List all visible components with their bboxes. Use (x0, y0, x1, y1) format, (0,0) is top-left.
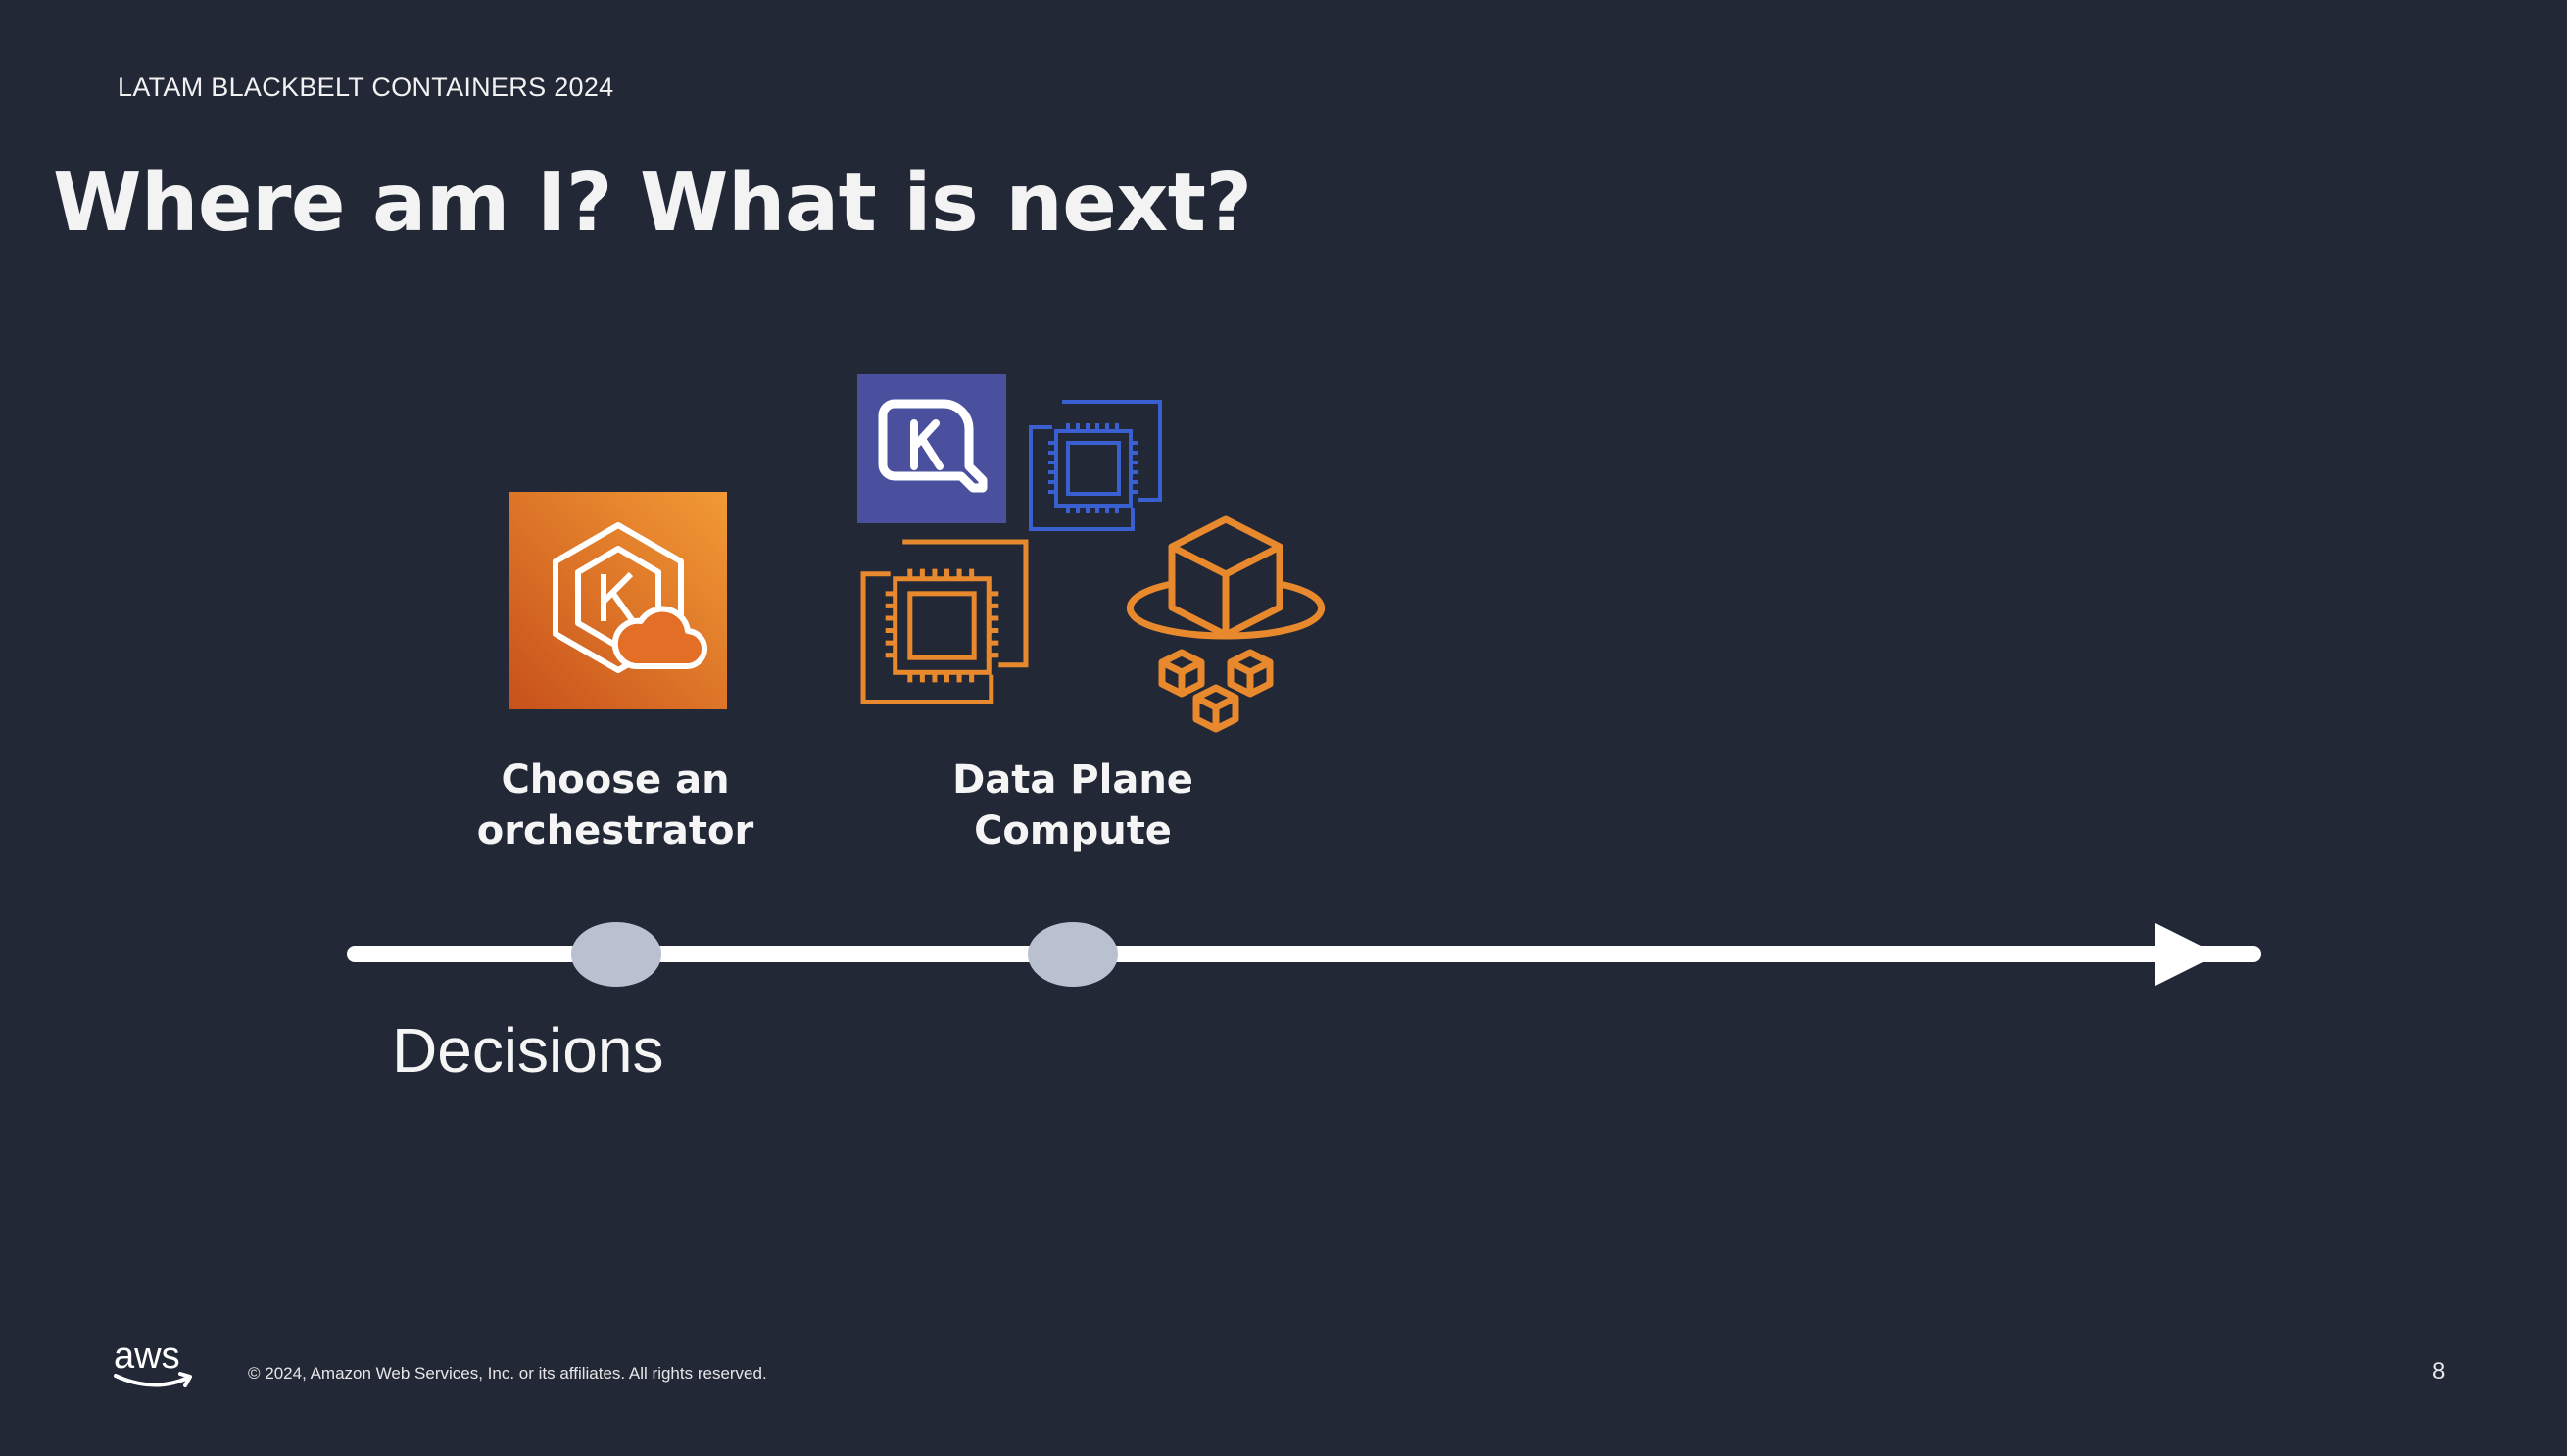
timeline (347, 922, 2261, 987)
slide-title: Where am I? What is next? (53, 157, 1252, 250)
ec2-instance-icon (1029, 400, 1162, 531)
caption-line: Data Plane (952, 757, 1193, 802)
aws-logo: aws (114, 1336, 192, 1387)
step-caption-orchestrator: Choose an orchestrator (439, 754, 792, 856)
caption-line: Choose an (501, 757, 730, 802)
step-caption-data-plane: Data Plane Compute (896, 754, 1249, 856)
caption-line: orchestrator (476, 808, 754, 853)
timeline-label: Decisions (392, 1015, 664, 1086)
timeline-arrowhead (2155, 923, 2218, 986)
ec2-instance-icon-orange (860, 539, 1029, 704)
event-label: LATAM BLACKBELT CONTAINERS 2024 (118, 73, 614, 102)
eks-icon (509, 492, 727, 709)
copyright-text: © 2024, Amazon Web Services, Inc. or its… (248, 1364, 767, 1383)
aws-logo-text: aws (114, 1336, 180, 1377)
caption-line: Compute (974, 808, 1172, 853)
timeline-node (571, 922, 661, 987)
fargate-icon (1126, 515, 1326, 733)
page-number: 8 (2432, 1358, 2446, 1384)
karpenter-icon (857, 374, 1006, 523)
timeline-node (1028, 922, 1118, 987)
